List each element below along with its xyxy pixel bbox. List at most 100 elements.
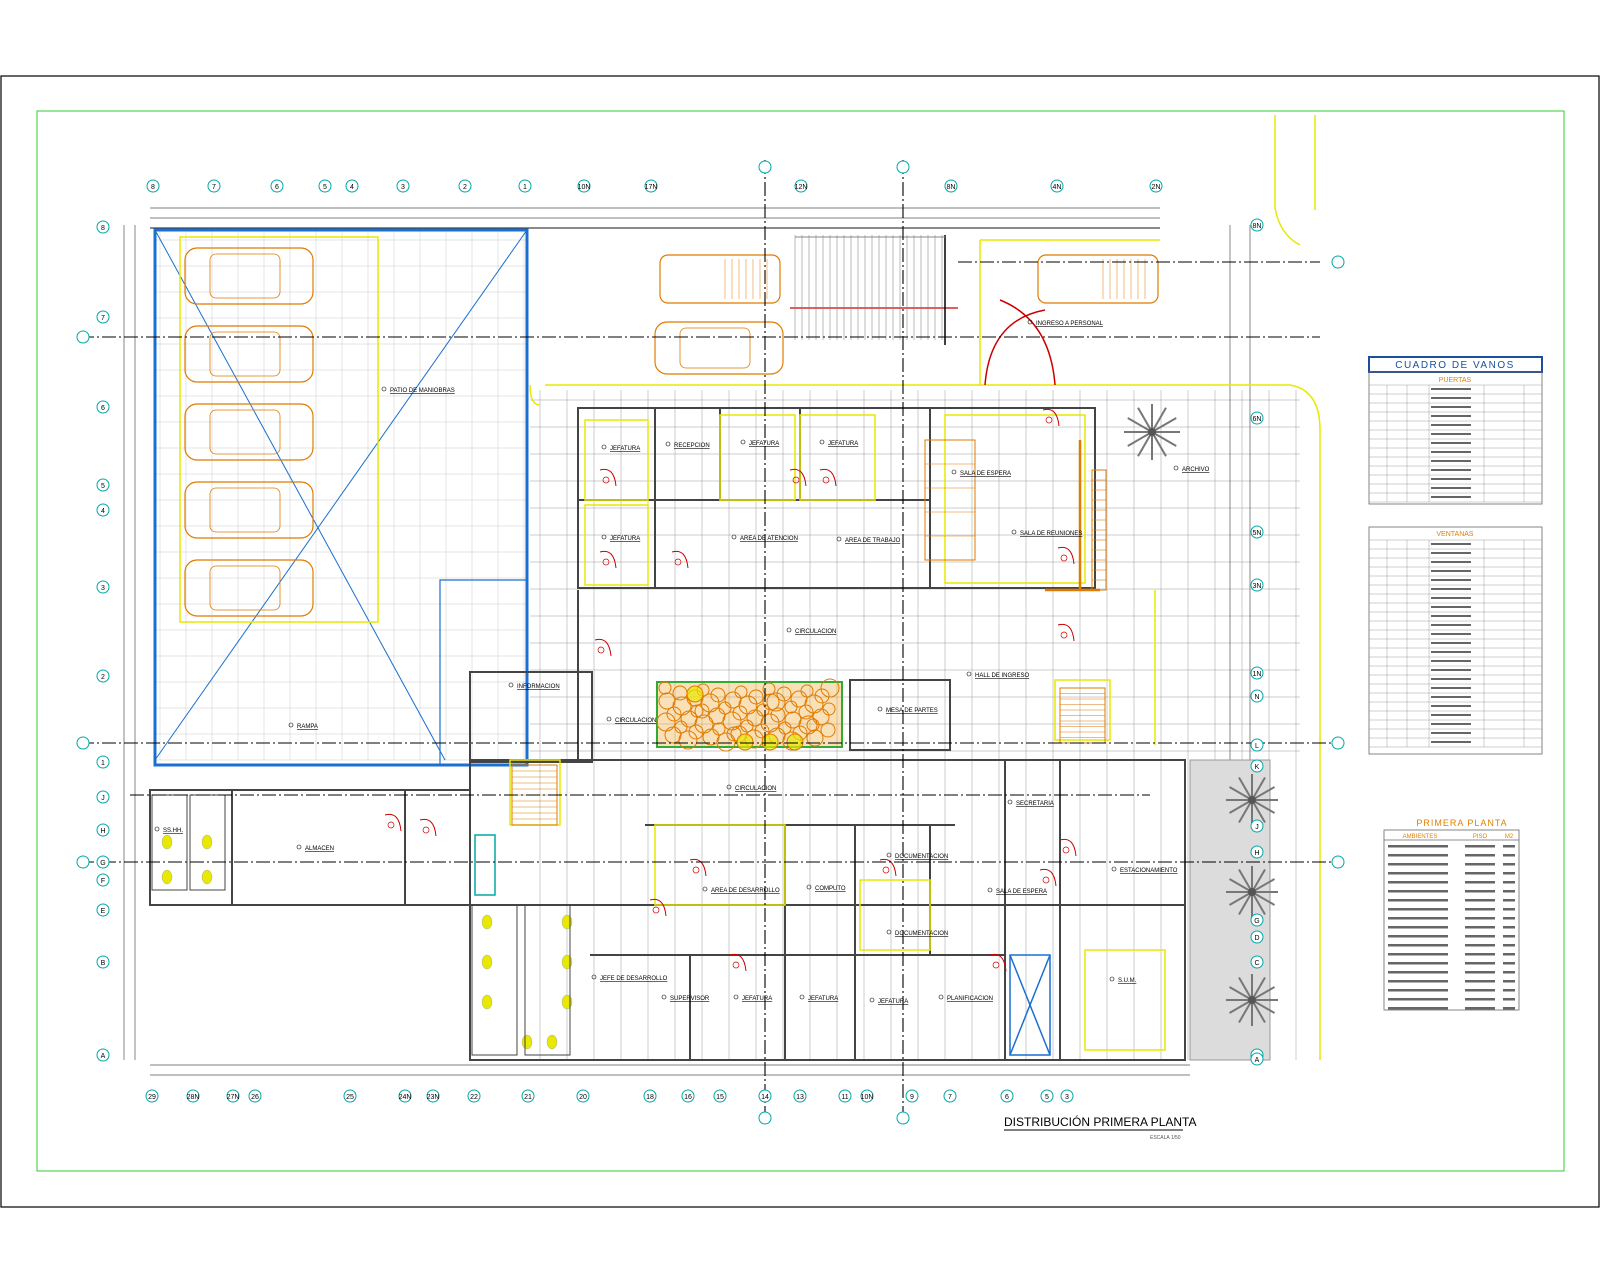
label-marker-icon [819,439,825,445]
door-tag [792,476,800,484]
room-label-sala-espera: SALA DE ESPERA [951,469,1011,477]
room-label-sala-espera-2: SALA DE ESPERA [987,887,1047,895]
room-name: CIRCULACION [615,718,656,724]
table-text-stroke [1431,741,1471,743]
room-label-jefatura-5: JEFATURA [733,994,772,1002]
palm-tree-icon [1226,866,1278,918]
door-swing [1059,838,1077,857]
door-tag [692,866,700,874]
foliage-icon [762,682,776,696]
foliage-icon [762,693,780,711]
area-piso-stroke [1465,944,1495,947]
axis-marker [76,330,90,344]
room-name: AREA DE TRABAJO [845,538,901,544]
grid-bubble-label: 5 [323,184,327,191]
room-label-computo: COMPUTO [806,884,846,892]
grid-bubble-label: 4N [1053,184,1062,191]
area-name-stroke [1388,899,1448,902]
grid-bubble: 5 [1040,1089,1054,1103]
room-label-documentacion-1: DOCUMENTACION [886,852,948,860]
areas-col-piso: PISO [1473,834,1488,840]
grid-bubble-label: 6 [101,405,105,412]
room-label-area-atencion: AREA DE ATENCION [731,534,798,542]
area-m2-stroke [1503,854,1515,857]
room-label-informacion: INFORMACION [508,682,560,690]
room-name: JEFE DE DESARROLLO [600,976,668,982]
door-swing [729,953,747,972]
grid-bubble-label: 26 [251,1094,259,1101]
grid-bubble-label: A [101,1053,106,1060]
grid-bubble: 7 [207,179,221,193]
foliage-icon [820,722,836,738]
label-marker-icon [786,627,792,633]
grid-bubble-label: A [1255,1057,1260,1064]
room-name: SALA DE REUNIONES [1020,531,1082,537]
stairs [511,439,1107,826]
table-text-stroke [1431,433,1471,435]
grid-bubble-label: J [1255,824,1259,831]
label-marker-icon [154,826,160,832]
room-name: ESTACIONAMIENTO [1120,868,1178,874]
grid-bubble: 2N [1149,179,1163,193]
room-label-circulacion-2: CIRCULACION [606,716,656,724]
plant-icon [736,733,754,751]
room-label-rampa: RAMPA [288,722,318,730]
table-text-stroke [1431,478,1471,480]
toilet-icon [201,869,213,885]
palm-tree-icon [1226,974,1278,1026]
grid-bubble-label: 11 [841,1094,848,1101]
room-label-circulacion-3: CIRCULACION [726,784,776,792]
grid-bubble: 6 [1000,1089,1014,1103]
grid-bubble: J [1250,819,1264,833]
grid-bubble-label: N [1254,694,1259,701]
area-m2-stroke [1503,971,1515,974]
door-tag [674,558,682,566]
room-label-ss-hh: SS.HH. [154,826,183,834]
label-marker-icon [1007,799,1013,805]
grid-bubble: 7 [943,1089,957,1103]
room-label-almacen: ALMACEN [296,844,334,852]
door-tag [822,476,830,484]
area-piso-stroke [1465,1007,1495,1010]
grid-bubble-label: D [1254,935,1259,942]
door-tag [387,821,395,829]
foliage-icon [754,723,770,739]
grid-bubble-label: 23N [427,1094,440,1101]
interior-garden [656,678,843,752]
toilet-icon [201,834,213,850]
room-label-patio-maniobras: PATIO DE MANIOBRAS [381,386,455,394]
label-marker-icon [966,671,972,677]
grid-bubble: 1N [1250,666,1264,680]
area-m2-stroke [1503,845,1515,848]
grid-bubble-label: 7 [101,315,105,322]
room-label-area-trabajo: AREA DE TRABAJO [836,536,901,544]
grid-bubble: 18 [643,1089,657,1103]
table-text-stroke [1431,597,1471,599]
room-label-secretaria: SECRETARIA [1007,799,1054,807]
room-name: JEFATURA [828,441,858,447]
label-marker-icon [740,439,746,445]
table-text-stroke [1431,552,1471,554]
area-name-stroke [1388,872,1448,875]
room-name: JEFATURA [749,441,779,447]
foliage-icon [712,722,726,736]
grid-bubble: 3 [1060,1089,1074,1103]
area-m2-stroke [1503,953,1515,956]
grid-bubble: A [96,1048,110,1062]
interior-finishes [474,414,1166,1056]
area-m2-stroke [1503,908,1515,911]
foliage-icon [726,726,742,742]
label-marker-icon [381,386,387,392]
foliage-icon [672,696,692,716]
grid-bubble-label: H [100,828,105,835]
area-m2-stroke [1503,863,1515,866]
area-piso-stroke [1465,881,1495,884]
plan-title-block: DISTRIBUCIÓN PRIMERA PLANTA ESCALA 1/50 [1004,1114,1196,1141]
building-walls [149,407,1186,1061]
axis-marker [76,855,90,869]
room-label-hall-ingreso: HALL DE INGRESO [966,671,1029,679]
grid-bubble-label: 10N [578,184,591,191]
plan-title: DISTRIBUCIÓN PRIMERA PLANTA [1004,1114,1196,1129]
door-tag [1060,631,1068,639]
